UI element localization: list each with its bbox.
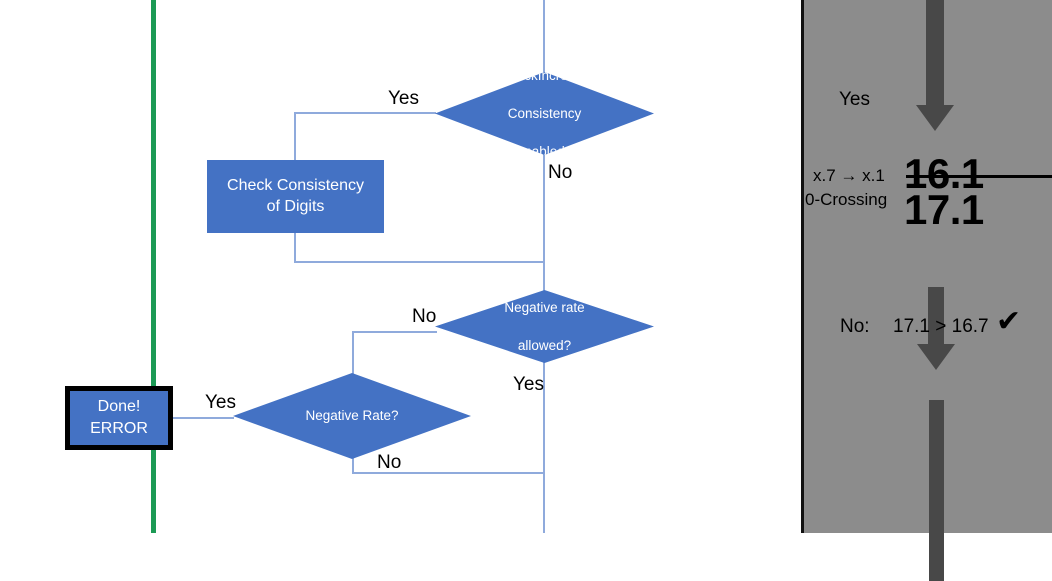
edge-label-consistency-no: No: [548, 162, 573, 183]
node-check-consistency-of-digits[interactable]: Check Consistency of Digits: [207, 160, 384, 233]
node-line-3: enabled?: [516, 144, 573, 160]
panel-rule-line-1: x.7 → x.1: [813, 166, 885, 185]
connector-top-inflow: [543, 0, 545, 84]
node-line-2: allowed?: [517, 338, 572, 354]
connector-allowed-no-horizontal: [352, 331, 437, 333]
connector-negrate-yes-to-error: [170, 417, 234, 419]
edge-label-negative-rate-allowed-no: No: [412, 306, 437, 327]
arrow-head: [916, 105, 954, 131]
node-line-2: of Digits: [266, 197, 325, 215]
node-done-error[interactable]: Done! ERROR: [65, 386, 173, 450]
panel-value-struck: 16.1: [904, 150, 1052, 198]
node-line-2: Consistency: [507, 105, 582, 121]
node-done-error-line-1: Done!: [97, 398, 141, 416]
node-negative-rate[interactable]: Negative Rate?: [233, 373, 471, 459]
connector-consistency-yes-horizontal: [294, 112, 436, 114]
connector-negrate-no-horizontal: [352, 472, 544, 474]
green-guide-line: [151, 0, 156, 533]
node-negative-rate-label: Negative Rate?: [305, 408, 399, 424]
arrow-shaft: [929, 400, 944, 581]
node-line-1: Check Consistency: [227, 176, 364, 194]
connector-consistency-yes-down-to-box: [294, 112, 296, 162]
edge-label-consistency-yes: Yes: [388, 88, 419, 109]
node-negative-rate-allowed-label: Negative rate allowed?: [492, 298, 596, 355]
panel-result-prefix: No:: [840, 316, 870, 337]
connector-bottom-outflow: [543, 473, 545, 533]
edge-label-negative-rate-no: No: [377, 452, 402, 473]
arrow-head: [917, 344, 955, 370]
node-line-1: Negative rate: [504, 299, 585, 315]
node-done-error-line-2: ERROR: [90, 420, 148, 437]
edge-label-negative-rate-yes: Yes: [205, 392, 236, 413]
panel-rule-line-2: 0-Crossing: [805, 190, 888, 209]
panel-result-checkmark: ✔: [996, 305, 1022, 338]
panel-yes-label: Yes: [839, 89, 870, 110]
connector-consistency-no: [543, 143, 545, 293]
edge-label-negative-rate-allowed-yes: Yes: [513, 374, 544, 395]
connector-allowed-no-down: [352, 331, 354, 377]
arrow-shaft: [926, 0, 944, 106]
connector-box-rejoin: [294, 261, 544, 263]
panel-value-current: 17.1: [904, 186, 984, 233]
connector-negrate-no-down: [352, 458, 354, 474]
node-negative-rate-allowed[interactable]: Negative rate allowed?: [435, 290, 654, 363]
connector-allowed-yes-down: [543, 362, 545, 473]
panel-result-comparison: 17.1 > 16.7: [893, 316, 989, 337]
connector-box-down: [294, 232, 296, 263]
node-line-1: CheckIncrease: [499, 67, 590, 83]
node-check-consistency-label: Check Consistency of Digits: [227, 176, 364, 218]
arrow-shaft: [928, 287, 944, 354]
detail-panel: Yes x.7 → x.1 0-Crossing 16.1 17.1 No: 1…: [801, 0, 1052, 581]
